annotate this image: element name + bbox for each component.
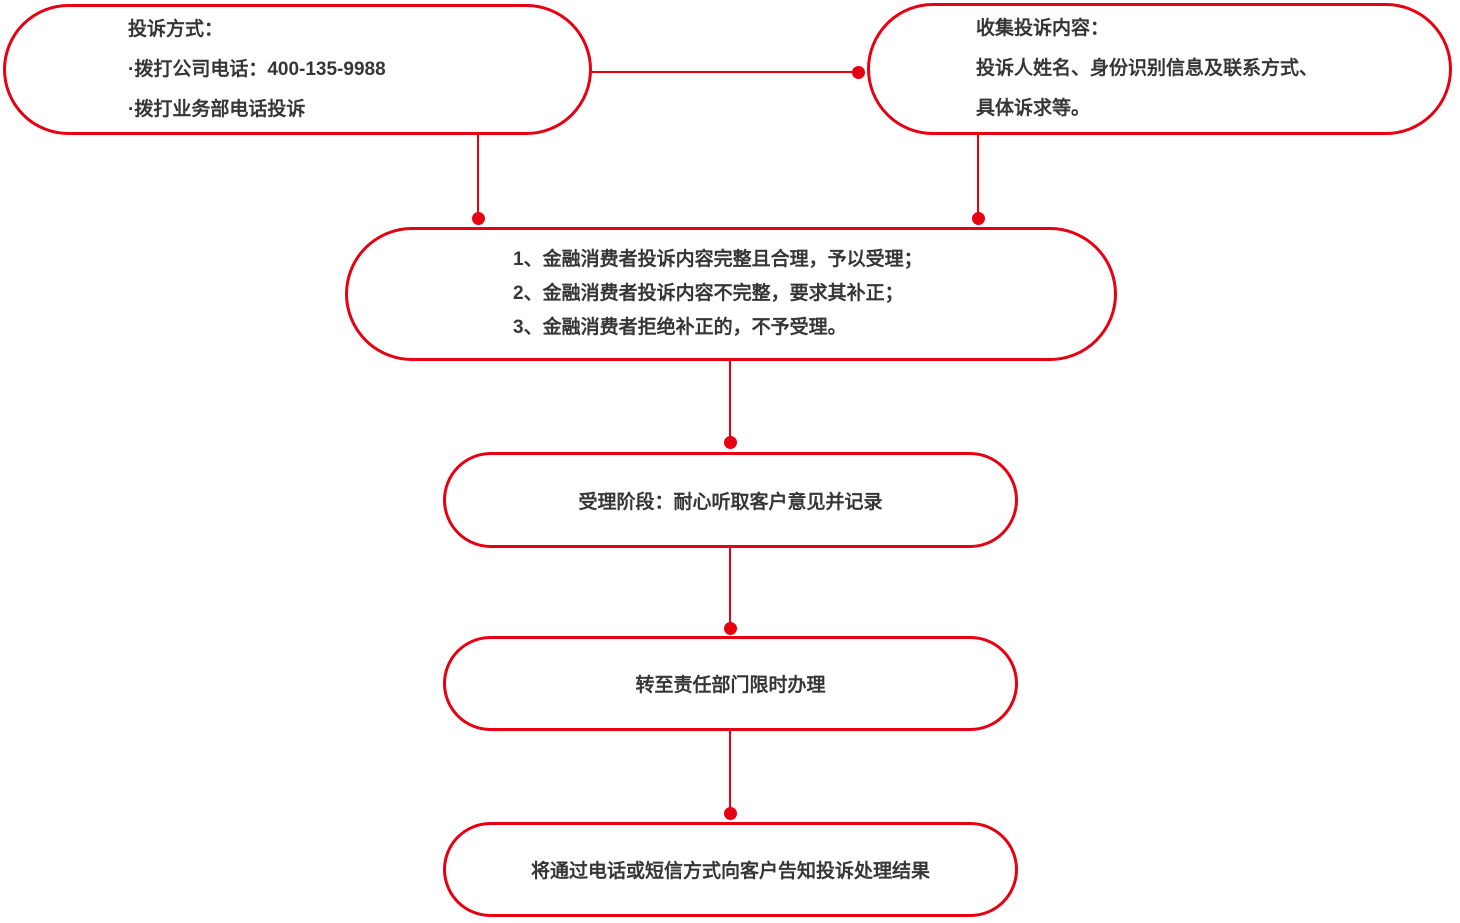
node-acceptance-rules: 1、金融消费者投诉内容完整且合理，予以受理； 2、金融消费者投诉内容不完整，要求… <box>345 227 1117 361</box>
node-acceptance-stage: 受理阶段：耐心听取客户意见并记录 <box>443 452 1018 548</box>
connector-dot <box>724 807 737 820</box>
complaint-methods-title: 投诉方式： <box>128 18 224 40</box>
transfer-department-label: 转至责任部门限时办理 <box>635 675 826 696</box>
connector-dot <box>472 212 485 225</box>
connector-collect-to-rules <box>977 135 979 218</box>
connector-dot <box>972 212 985 225</box>
connector-methods-to-rules <box>477 135 479 218</box>
collect-content-title: 收集投诉内容： <box>976 18 1110 39</box>
acceptance-rule-3: 3、金融消费者拒绝补正的，不予受理。 <box>513 317 847 338</box>
connector-stage-to-transfer <box>729 548 731 629</box>
connector-dot <box>724 436 737 449</box>
node-collect-content: 收集投诉内容： 投诉人姓名、身份识别信息及联系方式、 具体诉求等。 <box>867 3 1452 135</box>
connector-dot <box>724 622 737 635</box>
complaint-methods-phone: ·拨打公司电话：400-135-9988 <box>128 58 386 80</box>
node-complaint-methods: 投诉方式： ·拨打公司电话：400-135-9988 ·拨打业务部电话投诉 <box>3 4 592 135</box>
node-transfer-department: 转至责任部门限时办理 <box>443 636 1018 731</box>
acceptance-rule-1: 1、金融消费者投诉内容完整且合理，予以受理； <box>513 249 923 270</box>
notify-result-label: 将通过电话或短信方式向客户告知投诉处理结果 <box>530 861 930 882</box>
complaint-methods-dept-phone: ·拨打业务部电话投诉 <box>128 98 306 120</box>
acceptance-rule-2: 2、金融消费者投诉内容不完整，要求其补正； <box>513 283 904 304</box>
connector-rules-to-stage <box>729 361 731 442</box>
connector-transfer-to-notify <box>729 731 731 813</box>
acceptance-stage-label: 受理阶段：耐心听取客户意见并记录 <box>578 491 883 513</box>
node-notify-result: 将通过电话或短信方式向客户告知投诉处理结果 <box>443 822 1018 917</box>
connector-dot <box>852 66 865 79</box>
collect-content-detail-1: 投诉人姓名、身份识别信息及联系方式、 <box>976 58 1319 79</box>
connector-methods-to-collect <box>592 71 858 73</box>
collect-content-detail-2: 具体诉求等。 <box>976 98 1091 119</box>
